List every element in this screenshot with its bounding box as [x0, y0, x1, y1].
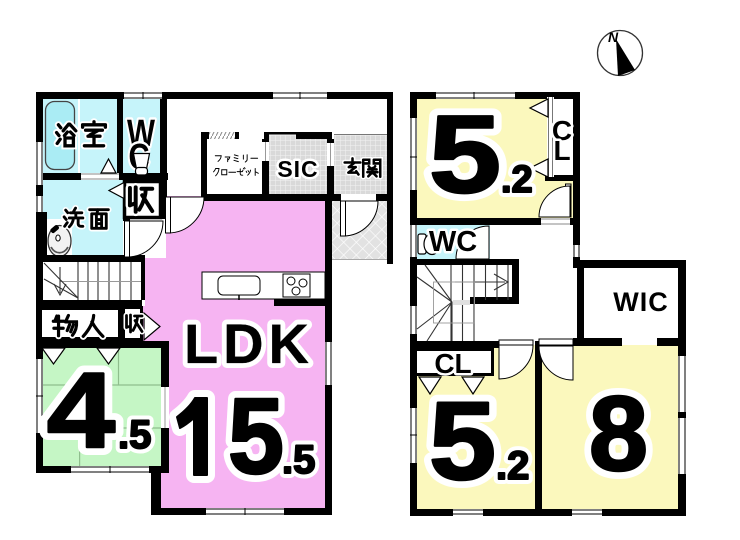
svg-text:C: C: [552, 115, 572, 146]
svg-text:LDK: LDK: [184, 312, 309, 375]
svg-text:WC: WC: [429, 226, 477, 258]
svg-text:.5: .5: [118, 413, 151, 457]
svg-text:.5: .5: [282, 438, 315, 482]
svg-text:LDK: LDK: [184, 312, 309, 375]
svg-text:CL: CL: [434, 348, 471, 379]
svg-text:5: 5: [429, 380, 496, 503]
svg-text:.2: .2: [496, 444, 529, 488]
svg-text:4: 4: [47, 350, 115, 470]
svg-text:8: 8: [589, 375, 648, 493]
svg-text:.5: .5: [118, 413, 151, 457]
svg-text:.2: .2: [501, 159, 533, 201]
svg-text:8: 8: [589, 375, 648, 493]
svg-text:SIC: SIC: [277, 156, 318, 182]
svg-text:5: 5: [429, 380, 496, 503]
svg-text:.2: .2: [496, 444, 529, 488]
svg-text:5: 5: [228, 375, 284, 496]
svg-text:5: 5: [228, 375, 284, 496]
svg-text:5: 5: [429, 93, 501, 216]
svg-text:WIC: WIC: [613, 287, 668, 317]
svg-text:N: N: [608, 29, 619, 45]
svg-text:W: W: [127, 113, 155, 155]
svg-text:.5: .5: [282, 438, 315, 482]
svg-text:4: 4: [47, 350, 115, 470]
svg-text:.2: .2: [501, 159, 533, 201]
svg-text:L: L: [553, 135, 570, 166]
svg-text:5: 5: [429, 93, 501, 216]
